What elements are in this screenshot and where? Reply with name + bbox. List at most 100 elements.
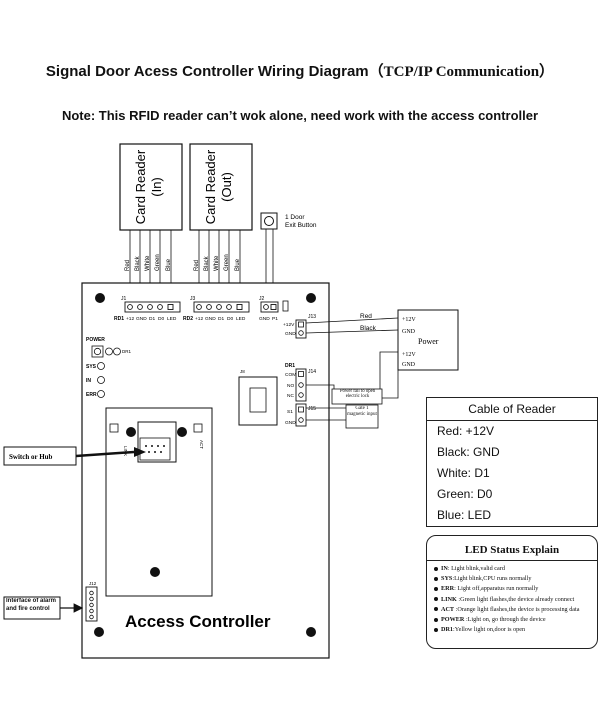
ps-pin1: +12V xyxy=(402,317,416,323)
wire-label-blue-2: Blue xyxy=(235,258,241,271)
j1-pin-d1: D1 xyxy=(149,316,155,322)
relay-connector-j14: DR1 J14 COM NO NC xyxy=(285,363,316,402)
alarm-label: Interface of alarm and fire control xyxy=(6,598,57,612)
ps-label: Power xyxy=(418,337,439,346)
led-item-act: ACT :Orange light flashes,the device is … xyxy=(434,605,597,615)
sys-led-label: SYS xyxy=(86,364,97,370)
j14-pin-com: COM xyxy=(285,372,296,378)
controller-board: LINK ACT J8 xyxy=(81,282,330,659)
card-reader-in: Card Reader (In) xyxy=(119,143,183,231)
power-led-label: POWER xyxy=(86,337,105,343)
led-item-link: LINK :Green light flashes,the device alr… xyxy=(434,595,597,605)
wire-label-black-1: Black xyxy=(135,255,141,271)
wire-label-white-2: White xyxy=(214,255,220,271)
j15-label: J15 xyxy=(308,406,316,412)
gate-connector-j15: J15 S1 GND xyxy=(285,403,316,427)
alarm-interface: Interface of alarm and fire control xyxy=(3,596,84,620)
j3-pin-12: +12 xyxy=(195,316,203,322)
reader-in-line1: Card Reader xyxy=(133,149,148,224)
reader-connector-j3: J3 RD2 +12 GND D1 D0 LED xyxy=(183,296,250,322)
link-label: LINK xyxy=(123,446,128,456)
wire-label-red-2: Red xyxy=(194,260,200,271)
err-led-label: ERR xyxy=(86,392,97,398)
dr1-connector-label: DR1 xyxy=(285,363,295,369)
rd1-label: RD1 xyxy=(114,316,124,322)
j13-label: J13 xyxy=(308,314,316,320)
in-led-label: IN xyxy=(86,378,91,384)
ps-pin3: +12V xyxy=(402,352,416,358)
cable-title: Cable of Reader xyxy=(427,398,597,421)
lock-label: Power fail to open electric lock xyxy=(339,389,376,400)
j1-pin-gnd: GND xyxy=(136,316,147,322)
j13-pin-12v: +12V xyxy=(283,322,295,328)
j3-label: J3 xyxy=(190,296,196,302)
wire-red-label: Red xyxy=(360,313,372,320)
j3-pin-gnd: GND xyxy=(205,316,216,322)
dr1-led-label: DR1 xyxy=(122,349,131,354)
diagram-title: Signal Door Acess Controller Wiring Diag… xyxy=(0,60,600,81)
wire-label-black-2: Black xyxy=(204,255,210,271)
gate-label: Gate 1 magnetic input xyxy=(347,406,377,417)
j2-pin-p1: P1 xyxy=(272,316,278,322)
j1-pin-d0: D0 xyxy=(158,316,164,322)
exit-connector-j2: J2 GND P1 xyxy=(259,296,289,322)
exit-button: 1 Door Exit Button xyxy=(260,212,317,300)
j2-pin-gnd: GND xyxy=(259,316,270,322)
led-item-err: ERR: Light off,apparatus run normally xyxy=(434,584,597,594)
power-connector-j13: J13 +12V GND xyxy=(283,314,316,339)
cable-row-blue: Blue: LED xyxy=(437,508,492,522)
led-item-sys: SYS:Light blink,CPU runs normally xyxy=(434,574,597,584)
gate-input-box: Gate 1 magnetic input xyxy=(345,404,379,429)
rd2-label: RD2 xyxy=(183,316,193,322)
cable-row-red: Red: +12V xyxy=(437,424,495,438)
j1-pin-led: LED xyxy=(167,316,177,322)
wire-label-green-1: Green xyxy=(155,254,161,271)
exit-button-line1: 1 Door xyxy=(285,214,305,221)
ps-pin2: GND xyxy=(402,329,416,335)
reader-in-line2: (In) xyxy=(149,177,164,197)
cable-row-white: White: D1 xyxy=(437,466,490,480)
exit-button-line2: Exit Button xyxy=(285,222,317,229)
j14-pin-no: NO xyxy=(287,383,294,389)
title-main: Signal Door Acess Controller Wiring Diag… xyxy=(45,63,369,80)
controller-label: Access Controller xyxy=(125,612,271,631)
j15-pin-gnd: GND xyxy=(285,420,296,426)
power-supply: +12V GND Power +12V GND xyxy=(397,309,459,371)
led-item-dr1: DR1:Yellow light on,door is open xyxy=(434,625,597,635)
j1-pin-12: +12 xyxy=(126,316,134,322)
j15-pin-s1: S1 xyxy=(287,409,293,415)
wire-label-green-2: Green xyxy=(224,254,230,271)
j12-label: J12 xyxy=(89,581,97,586)
led-status-box: LED Status Explain IN: Light blink,valid… xyxy=(426,535,598,649)
j8-label: J8 xyxy=(240,369,245,374)
j14-pin-nc: NC xyxy=(287,393,294,399)
title-paren: （TCP/IP Communication） xyxy=(368,64,555,80)
j3-pin-led: LED xyxy=(236,316,246,322)
status-leds: POWER DR1 SYS IN ERR xyxy=(86,337,131,398)
reader-connector-j1: J1 RD1 +12 GND D1 D0 LED xyxy=(114,296,181,322)
reader-out-line2: (Out) xyxy=(219,172,234,202)
ps-pin4: GND xyxy=(402,362,416,368)
j3-pin-d0: D0 xyxy=(227,316,233,322)
j14-label: J14 xyxy=(308,369,316,375)
wire-label-red-1: Red xyxy=(125,260,131,271)
note-text: Note: This RFID reader can’t wok alone, … xyxy=(61,108,539,123)
cable-row-black: Black: GND xyxy=(437,445,500,459)
wire-black-label: Black xyxy=(360,325,377,332)
card-reader-out: Card Reader (Out) xyxy=(189,143,253,231)
led-status-title: LED Status Explain xyxy=(464,544,560,556)
j2-label: J2 xyxy=(259,296,265,302)
wire-label-blue-1: Blue xyxy=(166,258,172,271)
led-item-power: POWER :Light on, go through the device xyxy=(434,615,597,625)
j1-label: J1 xyxy=(121,296,127,302)
reader-out-line1: Card Reader xyxy=(203,149,218,224)
switch-label: Switch or Hub xyxy=(9,453,53,461)
cable-of-reader-box: Cable of Reader Red: +12V Black: GND Whi… xyxy=(426,397,598,527)
wire-label-white-1: White xyxy=(145,255,151,271)
electric-lock-box: Power fail to open electric lock xyxy=(331,388,383,405)
act-label: ACT xyxy=(199,440,204,449)
switch-hub: Switch or Hub xyxy=(3,446,146,466)
alarm-connector-j12: J12 xyxy=(85,581,98,622)
j13-pin-gnd: GND xyxy=(285,331,296,337)
